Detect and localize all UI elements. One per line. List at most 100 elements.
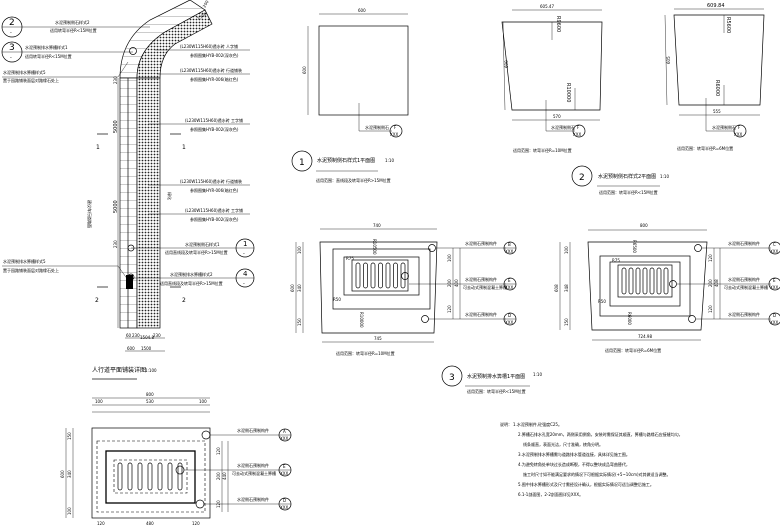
- svg-text:D: D: [773, 313, 776, 318]
- svg-text:A: A: [283, 429, 286, 434]
- svg-text:R6500: R6500: [632, 240, 637, 253]
- design-notes: 说明： 1.水泥预制件,砼强度C25。 2.箅槽石排水孔宽20mm，两侧采用倒角…: [500, 421, 683, 497]
- svg-text:1: 1: [243, 240, 247, 248]
- svg-text:适用范围：转弯半径R=6M位置: 适用范围：转弯半径R=6M位置: [605, 347, 661, 353]
- svg-text:XXX: XXX: [734, 132, 742, 137]
- detail-2-number: 2: [579, 173, 585, 183]
- svg-text:150: 150: [67, 432, 72, 440]
- drain-slot: [642, 267, 648, 295]
- section-mark: 2: [95, 297, 99, 304]
- svg-text:600: 600: [358, 8, 366, 13]
- svg-text:3: 3: [9, 43, 15, 53]
- svg-text:R9600: R9600: [555, 16, 561, 32]
- svg-text:R10000: R10000: [359, 312, 364, 328]
- callout-1[interactable]: 1 - 水泥预制侧石样式1 适用直线段及转弯半径R>15M位置: [131, 238, 255, 258]
- svg-text:XXX: XXX: [770, 285, 778, 290]
- paving-plan: 5000 5000 230 230 2 - 水泥预制侧石样式2 适用转弯半径R<…: [1, 0, 255, 380]
- drain-slot: [355, 262, 361, 289]
- callout-c[interactable]: 水泥侧石预制构件 C XXX: [702, 240, 780, 255]
- drain-slots: [117, 462, 183, 491]
- svg-text:230: 230: [132, 333, 140, 338]
- dim-230b: 230: [113, 240, 118, 248]
- svg-text:参照图集HYB-002(深灰色): 参照图集HYB-002(深灰色): [190, 52, 239, 58]
- svg-text:适用范围：转弯半径R=6M位置: 适用范围：转弯半径R=6M位置: [677, 145, 733, 151]
- callout-4[interactable]: 4 - 水泥预制排水箅槽样式2 适用直线段及转弯半径R>15M位置: [131, 268, 255, 288]
- svg-text:可去动式预制混凝土箅槽: 可去动式预制混凝土箅槽: [463, 284, 507, 290]
- svg-text:100: 100: [199, 399, 207, 404]
- paving-label-4: (L230W115H60)透水砖 行道铺装 参照图集HYR-006(暗红色): [148, 178, 250, 193]
- svg-text:200: 200: [216, 472, 221, 480]
- drain-slot: [393, 262, 398, 289]
- svg-text:XXX: XXX: [505, 285, 513, 290]
- svg-text:2.箅槽石排水孔宽20mm，两侧采用倒角，安装时需保证其顺直: 2.箅槽石排水孔宽20mm，两侧采用倒角，安装时需保证其顺直，箅槽与路缘石应接缝…: [518, 431, 683, 437]
- svg-text:C: C: [773, 242, 776, 247]
- svg-text:D: D: [508, 313, 511, 318]
- svg-text:120: 120: [192, 521, 200, 526]
- svg-text:200: 200: [202, 0, 210, 8]
- callout-e2[interactable]: 水泥侧石预制构件 可去动式预制混凝土箅槽 E XXX: [677, 276, 780, 291]
- svg-text:R50: R50: [333, 297, 341, 302]
- svg-text:340: 340: [297, 284, 302, 292]
- svg-text:R10500: R10500: [372, 239, 377, 255]
- svg-text:适用转弯半径R<15M位置: 适用转弯半径R<15M位置: [50, 27, 97, 33]
- drain-slot: [649, 267, 655, 295]
- svg-text:水泥侧石预制构件: 水泥侧石预制构件: [237, 427, 269, 433]
- svg-text:水泥侧石预制构件: 水泥侧石预制构件: [465, 276, 497, 282]
- drain-slot: [167, 462, 173, 491]
- svg-text:置于园路铺装面层对路缘石处上: 置于园路铺装面层对路缘石处上: [3, 77, 59, 83]
- svg-text:-: -: [10, 55, 12, 61]
- callout-e3[interactable]: 水泥侧石预制构件 可去动式预制混凝土箅槽 E XXX: [184, 462, 292, 477]
- svg-text:120: 120: [447, 305, 452, 313]
- svg-text:400: 400: [454, 279, 459, 287]
- callout-d2[interactable]: 水泥侧石预制构件 D XXX: [696, 311, 780, 326]
- notes-heading: 说明：: [500, 421, 512, 427]
- callout-2[interactable]: 2 - 水泥预制侧石样式2 适用转弯半径R<15M位置: [1, 16, 150, 38]
- svg-text:600: 600: [302, 66, 307, 74]
- svg-text:100: 100: [297, 246, 302, 254]
- svg-text:530: 530: [146, 399, 154, 404]
- svg-text:水泥侧石预制构件: 水泥侧石预制构件: [465, 311, 497, 317]
- svg-text:XXX: XXX: [573, 132, 581, 137]
- svg-text:适用范围：转弯半径R<15M位置: 适用范围：转弯半径R<15M位置: [467, 388, 526, 394]
- drain-slot: [117, 462, 123, 491]
- svg-text:(L230W115H60)透水砖 行道铺装: (L230W115H60)透水砖 行道铺装: [180, 67, 242, 73]
- svg-text:120: 120: [708, 305, 713, 313]
- callout-3[interactable]: 3 - 水泥预制排水箅槽样式1 适用转弯半径R<15M位置: [1, 41, 133, 63]
- callout-d[interactable]: 水泥侧石预制构件 D XXX: [428, 311, 517, 326]
- callout-e[interactable]: 水泥侧石预制构件 可去动式预制混凝土箅槽 E XXX: [409, 276, 517, 291]
- svg-text:适用范围：直线段及转弯半径R>15M位置: 适用范围：直线段及转弯半径R>15M位置: [316, 177, 391, 183]
- svg-text:施工时尺寸如不能满足要求的情况下可根据实际情况(+5~10c: 施工时尺寸如不能满足要求的情况下可根据实际情况(+5~10cm)对其做适当调整。: [523, 471, 671, 477]
- drain-slot: [656, 267, 662, 295]
- section-mark: 1: [182, 144, 186, 151]
- detail-1-curb-style-1: 600 600 水泥预制侧石 F XXX 1 水泥预制侧石样式1平面图 1:10…: [291, 8, 409, 183]
- svg-text:724.98: 724.98: [638, 334, 652, 339]
- svg-text:60: 60: [126, 333, 132, 338]
- svg-text:参照图集HYB-002(深灰色): 参照图集HYB-002(深灰色): [190, 126, 239, 132]
- svg-text:480: 480: [146, 521, 154, 526]
- svg-text:R6000: R6000: [714, 80, 720, 96]
- left-note-2: 水泥预制排水箅槽样式5 置于园路铺装面层对路缘石处上: [2, 258, 129, 281]
- callout-d3[interactable]: 水泥侧石预制构件 D XXX: [204, 496, 292, 511]
- svg-text:水泥预制侧石: 水泥预制侧石: [712, 124, 736, 130]
- drain-slot: [385, 262, 391, 289]
- svg-text:水泥预制排水箅槽样式5: 水泥预制排水箅槽样式5: [3, 258, 46, 264]
- callout-b[interactable]: 水泥侧石预制构件 B XXX: [436, 240, 517, 255]
- svg-text:-: -: [10, 30, 12, 36]
- svg-text:100: 100: [447, 254, 452, 262]
- dim-230a: 230: [113, 76, 118, 84]
- paving-label-5: (L230W115H60)透水砖 工字铺 参照图集HYB-002(深灰色): [148, 207, 250, 222]
- drain-slot: [635, 267, 641, 295]
- drain-slots: [621, 267, 669, 295]
- svg-text:1:10: 1:10: [660, 174, 669, 179]
- svg-text:可去动式预制混凝土箅槽: 可去动式预制混凝土箅槽: [232, 470, 276, 476]
- svg-text:605.47: 605.47: [540, 4, 554, 9]
- svg-text:D: D: [283, 498, 286, 503]
- svg-text:(L230W115H60)透水砖 工字铺: (L230W115H60)透水砖 工字铺: [185, 207, 243, 213]
- drain-slot: [628, 267, 634, 295]
- svg-text:F: F: [577, 125, 580, 130]
- svg-text:120: 120: [97, 521, 105, 526]
- svg-text:100: 100: [95, 399, 103, 404]
- callout-a[interactable]: 水泥侧石预制构件 A XXX: [210, 427, 292, 442]
- svg-text:-: -: [243, 281, 245, 287]
